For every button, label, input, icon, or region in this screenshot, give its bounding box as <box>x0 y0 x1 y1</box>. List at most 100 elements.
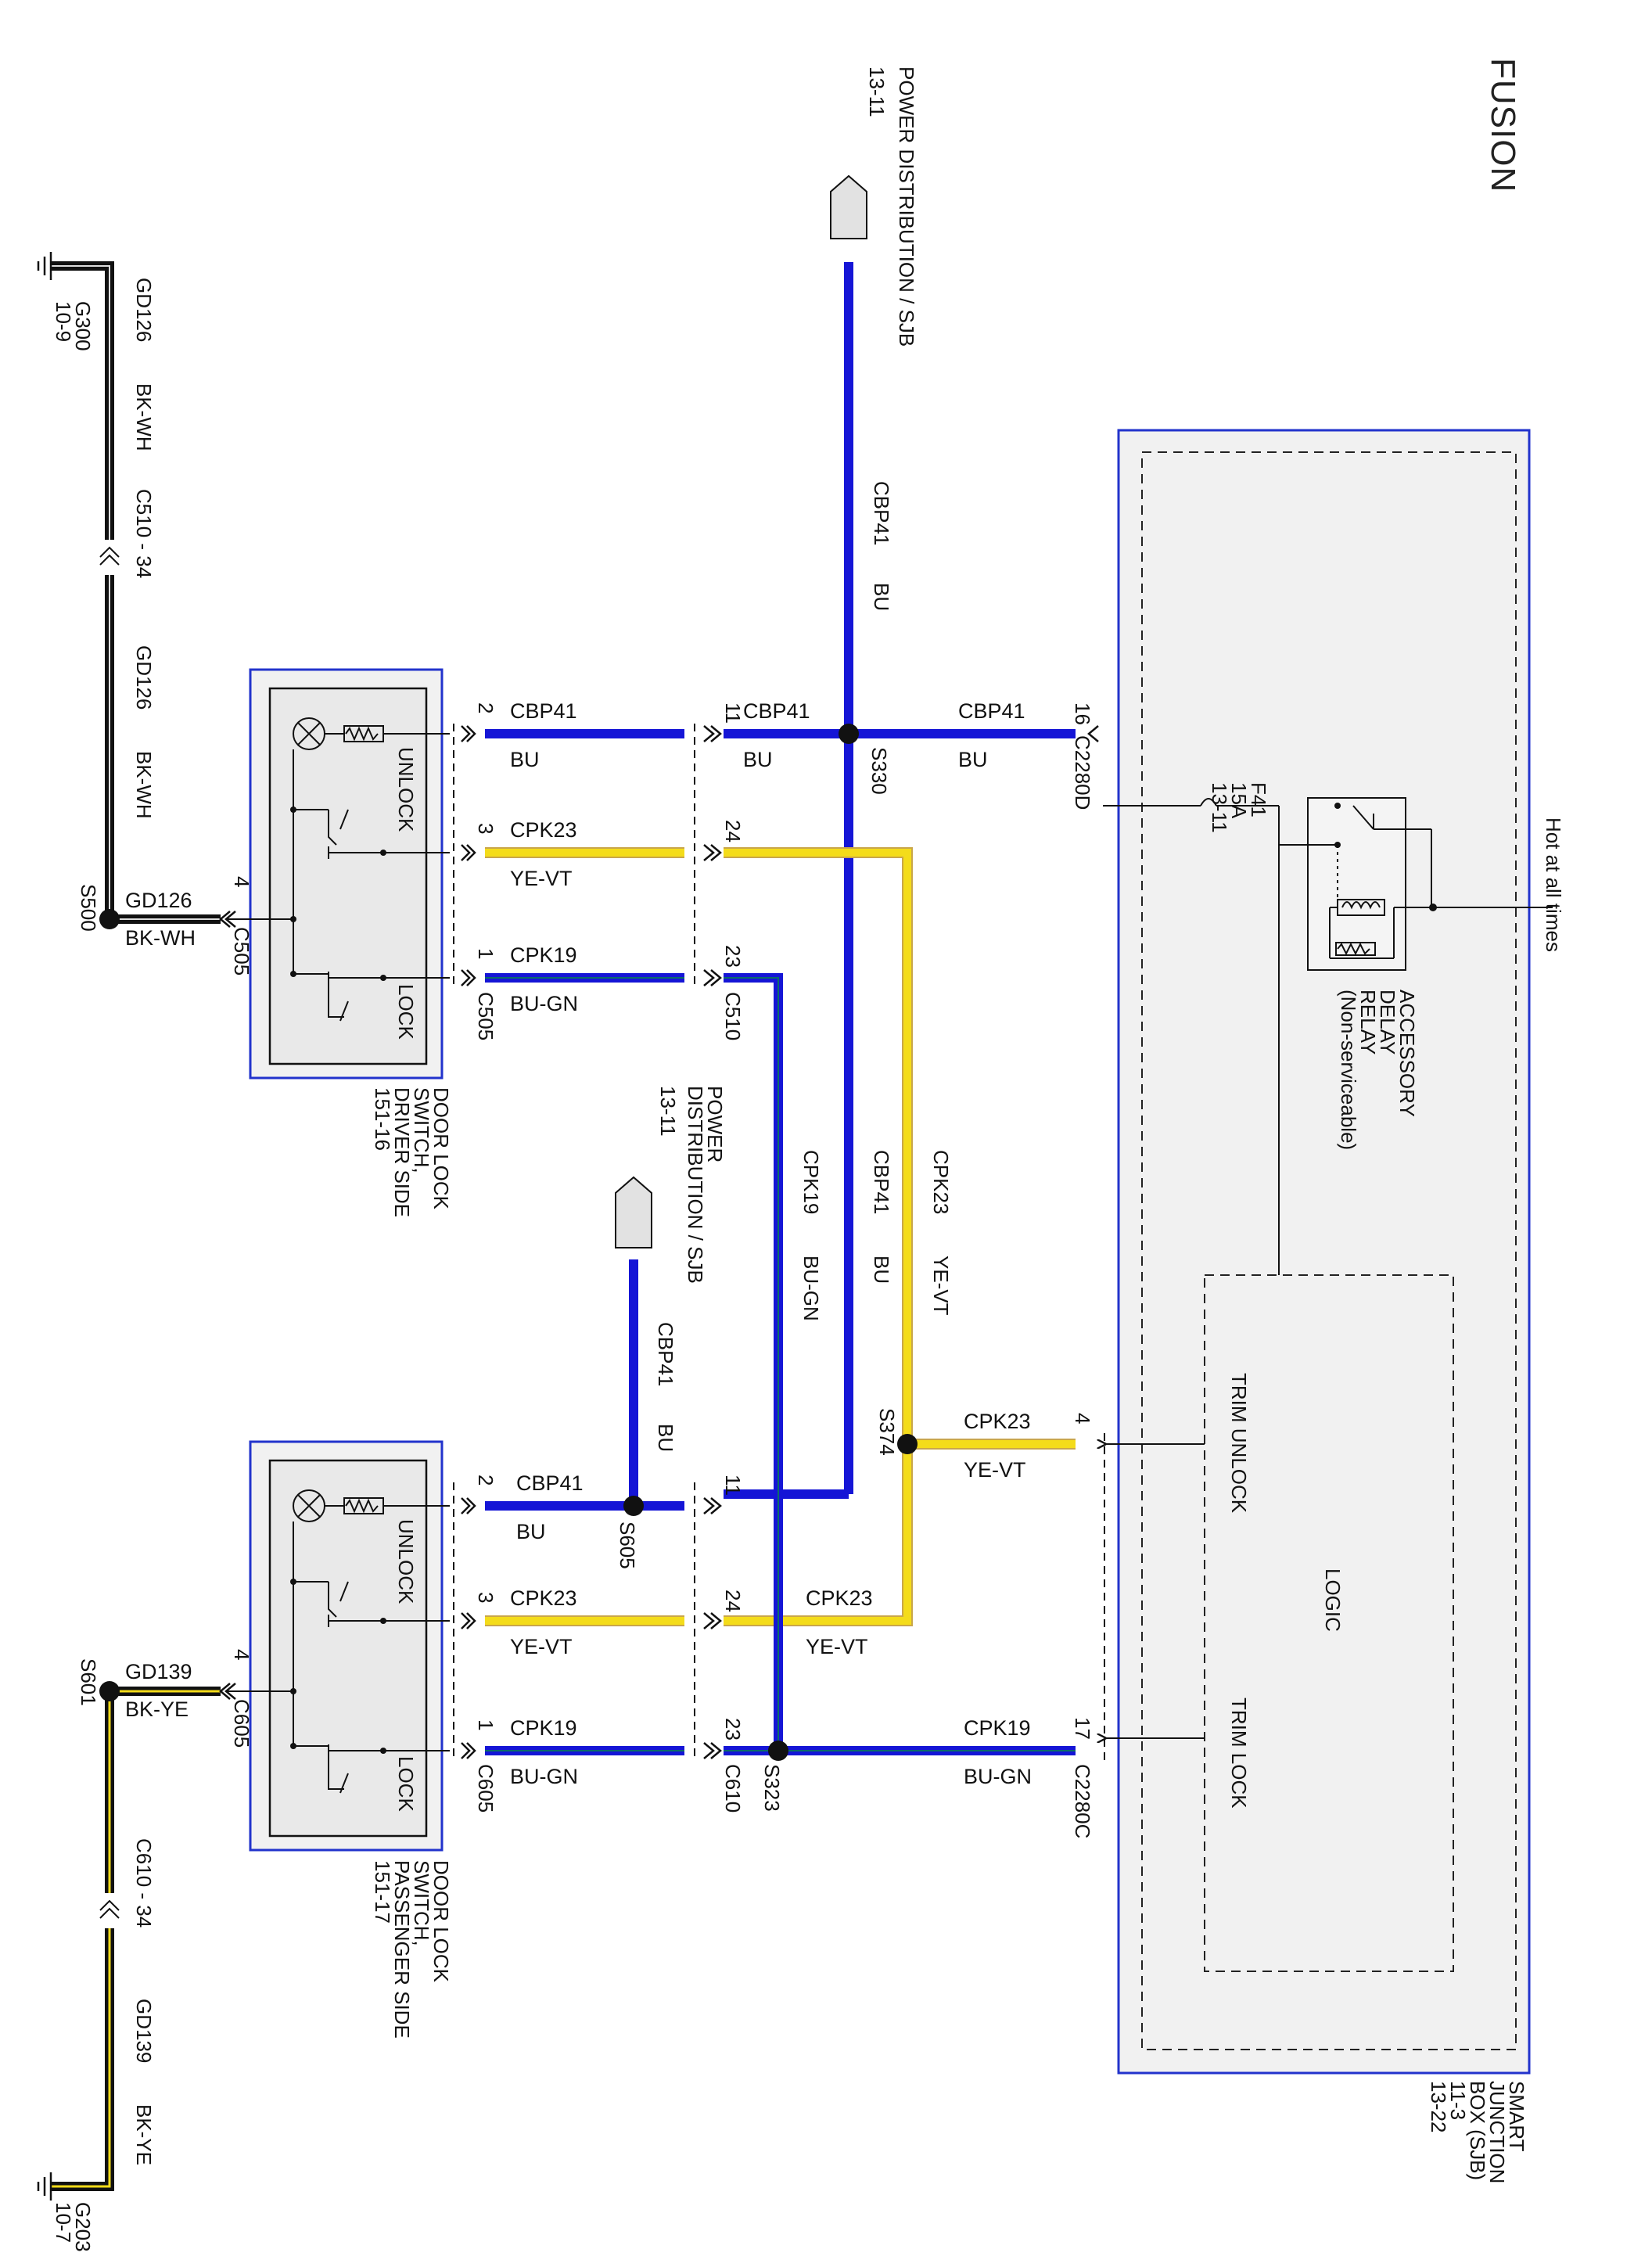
wire-gd126 <box>51 261 221 924</box>
pin-24-c510: 24 <box>721 820 745 842</box>
label-unlock-passenger: UNLOCK <box>394 1519 418 1604</box>
label-c510: C510 <box>721 992 745 1040</box>
passenger-switch-name-2: SWITCH, <box>410 1860 433 1946</box>
pin-11-c610: 11 <box>721 1475 745 1496</box>
label-bu-v3: BU <box>654 1424 677 1452</box>
label-c505-b: C505 <box>230 927 253 975</box>
label-c610-34: C610 - 34 <box>132 1838 156 1927</box>
wire-cpk23 <box>485 847 1076 1626</box>
splice-s500 <box>99 909 120 929</box>
logic-block <box>1204 1274 1454 1972</box>
pin-4-c505: 4 <box>230 876 253 887</box>
label-c2280c: C2280C <box>1071 1764 1094 1838</box>
splice-dots <box>99 724 918 1761</box>
label-cbp41-d-mid: CBP41 <box>743 699 810 723</box>
pin-3-c605: 3 <box>474 1592 497 1603</box>
relay-name-1: ACCESSORY <box>1395 990 1419 1117</box>
label-yevt-p-right: YE-VT <box>806 1635 868 1658</box>
relay-name-2: DELAY <box>1376 990 1399 1054</box>
label-bu-d-left: BU <box>510 748 540 771</box>
label-bkye-s601: BK-YE <box>125 1698 189 1721</box>
label-yevt-s374: YE-VT <box>964 1458 1026 1482</box>
splice-s601 <box>99 1681 120 1701</box>
pin-11-c510: 11 <box>721 702 745 724</box>
pd1-title: POWER DISTRIBUTION / SJB <box>895 66 918 347</box>
pin-1-c605: 1 <box>474 1719 497 1730</box>
label-bugn-d: BU-GN <box>510 992 578 1015</box>
sjb-ref-1: 11-3 <box>1446 2081 1470 2120</box>
label-s601: S601 <box>77 1658 100 1706</box>
label-cpk23-s374: CPK23 <box>964 1410 1031 1433</box>
label-fuse-rating: 15A <box>1227 782 1251 819</box>
sjb-name-1: SMART <box>1505 2081 1528 2152</box>
label-cpk19-p-right: CPK19 <box>964 1716 1031 1740</box>
pin-1-c505: 1 <box>474 948 497 959</box>
power-distribution-2 <box>615 1176 652 1248</box>
driver-door-lock-switch <box>227 668 450 1080</box>
splice-s374 <box>897 1434 918 1454</box>
passenger-switch-name-3: PASSENGER SIDE <box>390 1860 414 2039</box>
pd2-title-1: POWER <box>703 1086 727 1162</box>
driver-switch-name-1: DOOR LOCK <box>429 1087 453 1210</box>
driver-switch-name-2: SWITCH, <box>410 1087 433 1173</box>
driver-switch-ref: 151-16 <box>371 1087 394 1151</box>
pin-4-sjb: 4 <box>1071 1413 1094 1424</box>
label-cbp41-v2: CBP41 <box>870 1150 893 1214</box>
label-bkye-bottom: BK-YE <box>132 2104 156 2165</box>
label-bu-d-mid: BU <box>743 748 773 771</box>
label-c510-34: C510 - 34 <box>132 489 156 578</box>
label-bu-v2: BU <box>870 1256 893 1284</box>
label-fuse-f41: F41 <box>1247 782 1270 817</box>
power-distribution-1 <box>830 174 867 239</box>
pin-2-c505: 2 <box>474 702 497 713</box>
wire-cbp41-main <box>724 262 853 1499</box>
label-cpk23-d: CPK23 <box>510 818 577 842</box>
label-bkwh-top: BK-WH <box>132 383 156 451</box>
sjb-name-2: JUNCTION <box>1485 2081 1509 2183</box>
label-s323: S323 <box>760 1764 784 1812</box>
pin-23-c510: 23 <box>721 945 745 968</box>
label-cbp41-d-right: CBP41 <box>958 699 1025 723</box>
connector-dashes <box>453 724 1105 1762</box>
wire-cpk19 <box>485 973 1076 1755</box>
label-trim-lock: TRIM LOCK <box>1227 1698 1251 1809</box>
label-cbp41-v1: CBP41 <box>870 481 893 545</box>
label-bkwh-mid: BK-WH <box>132 751 156 819</box>
label-bu-p: BU <box>516 1520 546 1543</box>
pd2-ref: 13-11 <box>656 1086 680 1137</box>
label-s330: S330 <box>867 747 891 795</box>
ground-icon-g300 <box>37 252 52 280</box>
passenger-door-lock-switch <box>227 1440 450 1852</box>
label-cpk23-p-right: CPK23 <box>806 1586 873 1610</box>
label-c605-b: C605 <box>230 1699 253 1748</box>
label-c2280d: C2280D <box>1071 735 1094 810</box>
label-lock-driver: LOCK <box>394 984 418 1040</box>
label-s500: S500 <box>77 884 100 932</box>
relay-name-3: RELAY <box>1356 990 1380 1054</box>
driver-switch-name-3: DRIVER SIDE <box>390 1087 414 1217</box>
pd2-title-2: DISTRIBUTION / SJB <box>684 1086 707 1284</box>
label-g203-ref: 10-7 <box>52 2202 75 2243</box>
label-gd126-s500: GD126 <box>125 889 192 912</box>
label-cbp41-v3: CBP41 <box>654 1322 677 1386</box>
label-gd126-mid: GD126 <box>132 645 156 710</box>
label-c505-a: C505 <box>474 992 497 1040</box>
pin-17: 17 <box>1071 1717 1094 1740</box>
pin-2-c605: 2 <box>474 1475 497 1486</box>
passenger-switch-name-1: DOOR LOCK <box>429 1860 453 1983</box>
sjb-ref-2: 13-22 <box>1427 2081 1450 2133</box>
pin-16: 16 <box>1071 702 1094 725</box>
label-s374: S374 <box>875 1408 899 1456</box>
splice-s323 <box>768 1741 788 1761</box>
splice-s330 <box>839 724 859 744</box>
label-cpk23-p-left: CPK23 <box>510 1586 577 1610</box>
label-cbp41-d-left: CBP41 <box>510 699 577 723</box>
relay-name-4: (Non-serviceable) <box>1337 990 1360 1150</box>
logic-outputs <box>1104 1444 1205 1738</box>
label-c610: C610 <box>721 1764 745 1813</box>
label-gd139-s601: GD139 <box>125 1660 192 1683</box>
inline-connectors <box>99 546 120 1919</box>
label-s605: S605 <box>616 1522 639 1569</box>
label-yevt-p-left: YE-VT <box>510 1635 573 1658</box>
sjb-name-3: BOX (SJB) <box>1466 2081 1489 2180</box>
